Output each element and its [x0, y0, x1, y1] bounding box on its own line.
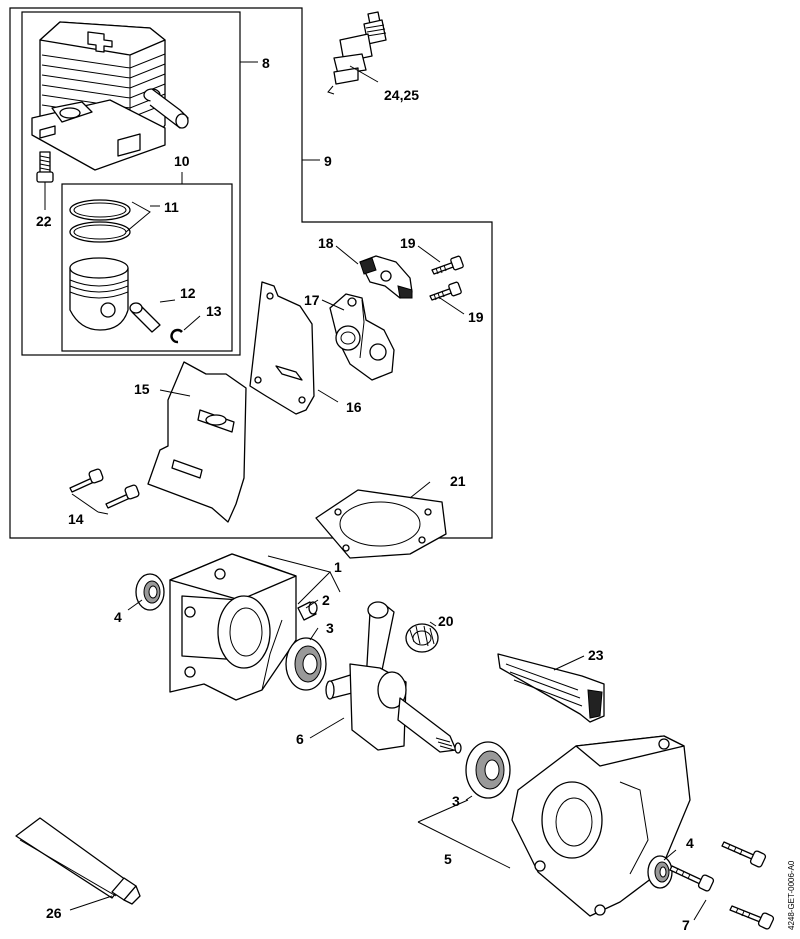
- screw-7-lower: [729, 905, 775, 930]
- cylinder: [31, 21, 189, 171]
- screw-14-lower: [105, 484, 140, 509]
- carburetor-flange: [329, 293, 395, 381]
- screw-22: [36, 151, 54, 207]
- group-box-9: [9, 7, 493, 539]
- oil-seal-left: [135, 573, 165, 611]
- crankshaft: [325, 601, 462, 754]
- label-7: 7: [682, 917, 690, 933]
- manifold: [359, 255, 413, 299]
- hookless-snap-ring: [170, 328, 183, 344]
- label-2: 2: [322, 592, 330, 608]
- label-5: 5: [444, 851, 452, 867]
- screw-19-upper: [431, 255, 464, 275]
- group-box-10: [61, 183, 233, 352]
- label-3-lower: 3: [452, 793, 460, 809]
- label-23: 23: [588, 647, 604, 663]
- cylinder-gasket: [315, 489, 447, 559]
- crankcase-half-1: [169, 553, 297, 701]
- label-1: 1: [334, 559, 342, 575]
- label-19-lower: 19: [468, 309, 484, 325]
- label-4-right: 4: [686, 835, 694, 851]
- baffle: [497, 653, 605, 723]
- piston-pin: [129, 302, 161, 333]
- oil-seal-right: [647, 855, 673, 889]
- label-3-upper: 3: [326, 620, 334, 636]
- label-22: 22: [36, 213, 52, 229]
- label-18: 18: [318, 235, 334, 251]
- group-box-8: [21, 11, 241, 356]
- label-26: 26: [46, 905, 62, 921]
- label-16: 16: [346, 399, 362, 415]
- label-15: 15: [134, 381, 150, 397]
- label-13: 13: [206, 303, 222, 319]
- leader-lines: [44, 61, 707, 921]
- screw-14-upper: [69, 468, 104, 493]
- label-24-25: 24,25: [384, 87, 419, 103]
- drawing-code: 4248-GET-0006-A0: [787, 860, 796, 930]
- screw-19-lower: [429, 281, 462, 301]
- heat-shield-plate: [147, 361, 247, 523]
- sleeve-2: [297, 601, 318, 621]
- spark-plug: [327, 11, 387, 95]
- label-4-left: 4: [114, 609, 122, 625]
- label-12: 12: [180, 285, 196, 301]
- ball-bearing-upper: [285, 637, 327, 691]
- grease-tube: [15, 817, 141, 905]
- piston: [69, 257, 129, 331]
- screw-7-upper: [721, 841, 767, 868]
- label-14: 14: [68, 511, 84, 527]
- label-19-upper: 19: [400, 235, 416, 251]
- crankcase-half-5: [511, 735, 691, 917]
- label-11: 11: [164, 199, 179, 215]
- piston-rings: [69, 199, 131, 243]
- label-8: 8: [262, 55, 270, 71]
- label-6: 6: [296, 731, 304, 747]
- label-10: 10: [174, 153, 190, 169]
- screw-7-middle: [669, 865, 715, 892]
- label-20: 20: [438, 613, 454, 629]
- ball-bearing-lower: [465, 741, 511, 799]
- label-9: 9: [324, 153, 332, 169]
- label-21: 21: [450, 473, 466, 489]
- label-17: 17: [304, 292, 320, 308]
- gasket-16: [249, 281, 315, 415]
- needle-cage: [405, 623, 439, 653]
